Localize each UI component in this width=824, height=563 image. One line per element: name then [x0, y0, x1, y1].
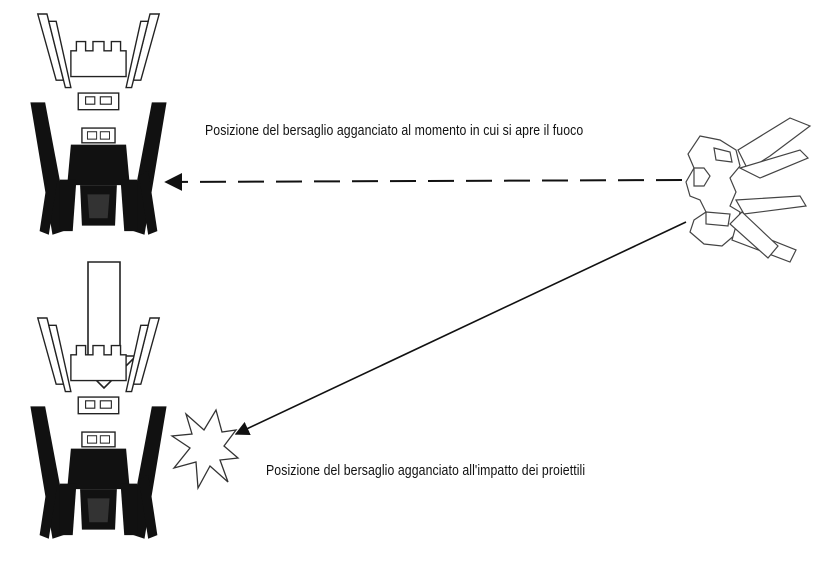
mech-target-icon: [29, 13, 168, 236]
mech-target-icon: [29, 317, 168, 540]
projectile-trajectory-line: [234, 221, 687, 435]
impact-burst-icon: [170, 408, 240, 491]
lock-on-dashed-line: [164, 172, 683, 191]
mech-shooter-icon: [685, 117, 812, 263]
target-at-fire-label: Posizione del bersaglio agganciato al mo…: [205, 122, 584, 139]
target-at-impact-label: Posizione del bersaglio agganciato all'i…: [266, 462, 586, 479]
